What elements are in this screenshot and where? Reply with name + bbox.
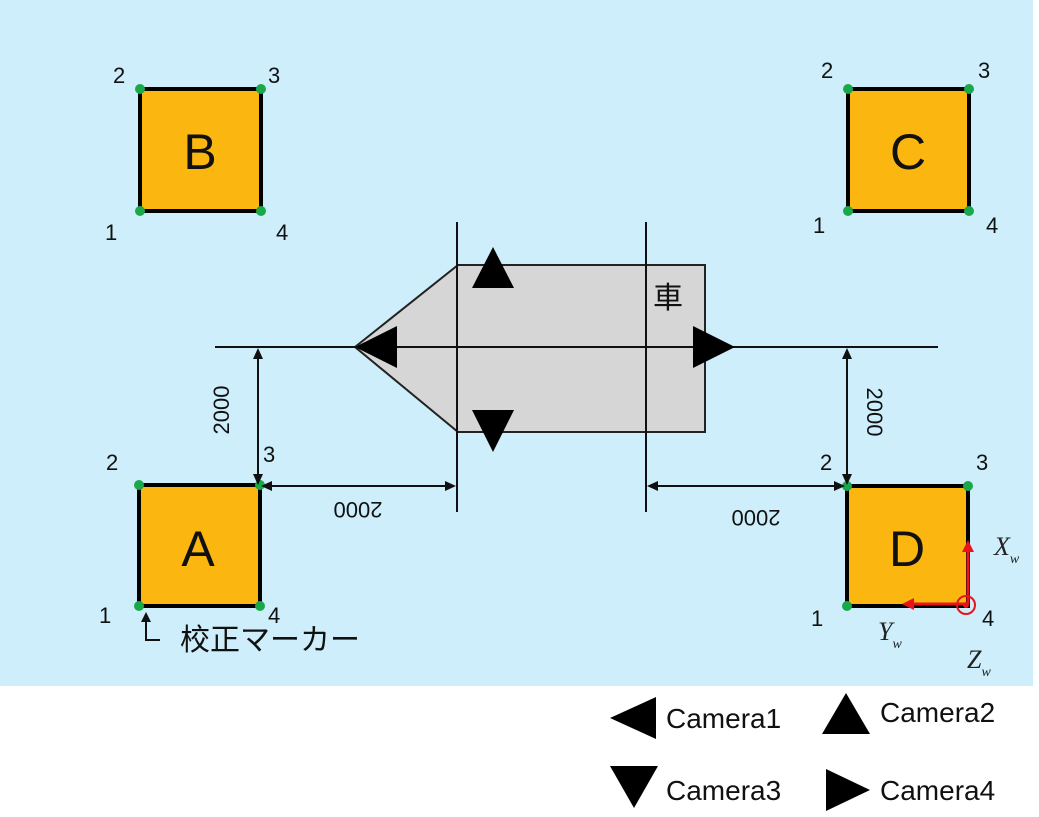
marker-a-corner-4: 4 [268, 603, 280, 628]
marker-b-corner-dot [256, 84, 266, 94]
marker-d-corner-dot [842, 601, 852, 611]
marker-d-corner-2: 2 [820, 450, 832, 475]
legend-camera4-icon [826, 769, 870, 811]
marker-b-corner-dot [256, 206, 266, 216]
marker-d-corner-3: 3 [976, 450, 988, 475]
marker-caption: 校正マーカー [180, 624, 360, 657]
marker-a-corner-3: 3 [263, 442, 275, 467]
arrowhead [445, 481, 456, 491]
arrowhead [647, 481, 658, 491]
xw-axis-label: Xw [993, 532, 1020, 567]
marker-a-corner-dot [134, 601, 144, 611]
zw-axis-dot [963, 602, 969, 608]
marker-a [137, 483, 262, 608]
zw-axis-circle [956, 595, 976, 615]
arrowhead [261, 481, 272, 491]
marker-b-corner-3: 3 [268, 63, 280, 88]
camera4-marker [693, 326, 735, 368]
marker-c [846, 87, 971, 213]
marker-b [138, 87, 263, 213]
arrowhead [842, 348, 852, 359]
marker-c-corner-dot [964, 206, 974, 216]
left-vertical-dimension-label: 2000 [209, 386, 234, 435]
camera3-marker [472, 410, 514, 452]
marker-d-corner-dot [842, 481, 852, 491]
marker-b-corner-4: 4 [276, 220, 288, 245]
marker-d-label: D [889, 521, 925, 577]
marker-c-corner-2: 2 [821, 58, 833, 83]
zw-axis-label: Zw [967, 645, 991, 680]
marker-caption-pointer [145, 617, 160, 641]
marker-c-corner-3: 3 [978, 58, 990, 83]
xw-arrowhead [962, 540, 974, 552]
legend-camera3-label: Camera3 [666, 775, 781, 806]
legend-camera2-icon [822, 693, 870, 734]
marker-b-label: B [183, 124, 216, 180]
legend-camera1-label: Camera1 [666, 703, 781, 734]
legend-camera1-icon [610, 697, 656, 739]
marker-c-label: C [890, 124, 926, 180]
marker-a-corner-2: 2 [106, 450, 118, 475]
legend-camera3-icon [610, 766, 658, 808]
marker-d-corner-4: 4 [982, 606, 994, 631]
camera2-marker [472, 247, 514, 288]
marker-c-corner-dot [843, 206, 853, 216]
marker-b-corner-dot [135, 84, 145, 94]
marker-c-corner-dot [964, 84, 974, 94]
legend-camera4-label: Camera4 [880, 775, 995, 806]
marker-b-corner-2: 2 [113, 63, 125, 88]
marker-a-corner-1: 1 [99, 603, 111, 628]
marker-d-corner-dot [963, 481, 973, 491]
right-vertical-dimension-label: 2000 [862, 388, 887, 437]
yw-arrowhead [902, 598, 914, 610]
yw-axis-label: Yw [878, 617, 902, 652]
marker-b-corner-1: 1 [105, 220, 117, 245]
arrowhead [253, 348, 263, 359]
marker-caption-pointer-head [141, 612, 151, 622]
camera1-marker [355, 326, 397, 368]
marker-b-corner-dot [135, 206, 145, 216]
marker-a-corner-dot [255, 601, 265, 611]
car-body [353, 264, 706, 433]
marker-a-corner-dot [134, 480, 144, 490]
marker-c-corner-dot [843, 84, 853, 94]
arrowhead [253, 474, 263, 485]
arrowhead [834, 481, 845, 491]
left-horizontal-dimension-label: 2000 [334, 497, 383, 522]
car-label: 車 [653, 282, 683, 315]
legend-camera2-label: Camera2 [880, 697, 995, 728]
right-horizontal-dimension-label: 2000 [732, 505, 781, 530]
marker-d-corner-1: 1 [811, 606, 823, 631]
marker-c-corner-1: 1 [813, 213, 825, 238]
marker-c-corner-4: 4 [986, 213, 998, 238]
arrowhead [842, 474, 852, 485]
marker-a-label: A [181, 521, 215, 577]
